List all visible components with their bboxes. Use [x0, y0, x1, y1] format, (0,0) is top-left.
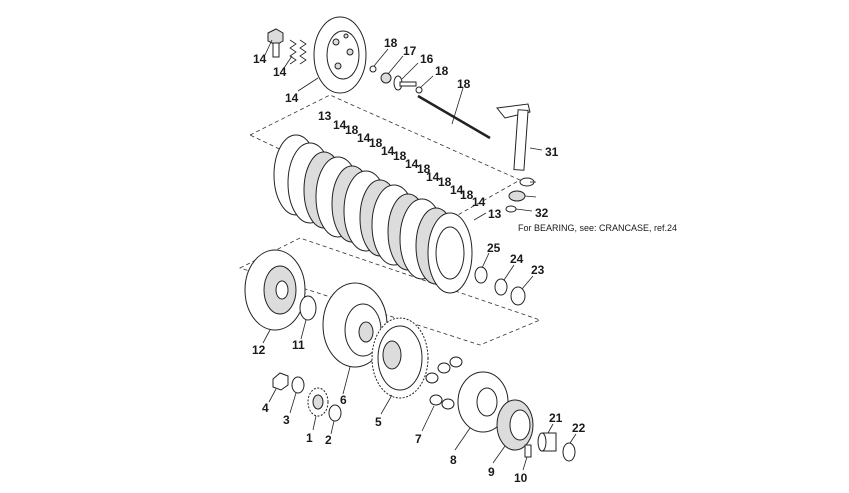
part-23-nut [474, 266, 488, 284]
bearing-note: For BEARING, see: CRANCASE, ref.24 [518, 223, 677, 233]
clutch-plates-stack [273, 134, 473, 294]
callout-19: 21 [549, 411, 563, 425]
part-27-ball [415, 86, 423, 94]
part-3-washer [291, 376, 305, 394]
part-6-inner-hub [322, 282, 388, 368]
callout-3: 3 [283, 413, 290, 427]
callout-15: 14 [285, 91, 299, 105]
callout-8: 8 [450, 453, 457, 467]
leader-lines [262, 39, 577, 471]
callout-7: 7 [415, 432, 422, 446]
callout-14-b: 14 [357, 131, 371, 145]
callout-17: 14 [253, 52, 267, 66]
callout-14-a: 14 [333, 118, 347, 132]
part-10-bolt [524, 444, 532, 458]
callout-18-f: 18 [460, 188, 474, 202]
callout-21: 23 [531, 263, 545, 277]
callout-24: 16 [420, 52, 434, 66]
callout-5: 5 [375, 415, 382, 429]
callout-18-a: 18 [345, 123, 359, 137]
part-19-bushing [537, 432, 557, 452]
callout-23: 25 [487, 241, 501, 255]
callout-2: 2 [325, 433, 332, 447]
callout-14-f: 14 [450, 183, 464, 197]
part-16-spring [289, 39, 307, 65]
callout-11: 11 [292, 338, 305, 352]
callout-18-e: 18 [438, 175, 452, 189]
part-31-bearing [508, 190, 526, 202]
callout-26: 18 [384, 36, 398, 50]
part-24-pin [393, 75, 417, 91]
callout-25: 17 [403, 44, 417, 58]
part-20-washer [562, 442, 576, 462]
callout-13-top: 13 [318, 109, 332, 123]
callout-1: 1 [306, 431, 313, 445]
callout-20: 22 [572, 421, 586, 435]
callout-27: 18 [435, 64, 449, 78]
part-15-pressure-plate [313, 16, 367, 94]
callout-16: 14 [273, 65, 287, 79]
part-29-release-shaft [496, 103, 531, 171]
callout-18-b: 18 [369, 136, 383, 150]
part-26-clip [369, 65, 377, 73]
part-9-bearing [496, 399, 534, 451]
part-1-gear [307, 387, 329, 417]
part-2-washer [328, 404, 342, 422]
callout-29: 31 [545, 145, 559, 159]
callout-4: 4 [262, 401, 269, 415]
part-7-dampers [425, 356, 463, 410]
callout-14-e: 14 [426, 170, 440, 184]
part-21-washer [510, 286, 526, 306]
callout-22: 24 [510, 252, 524, 266]
part-12-clutch-housing [244, 249, 306, 331]
part-4-nut [272, 372, 289, 391]
part-5-primary-gear [371, 317, 429, 399]
callout-12: 12 [252, 343, 266, 357]
part-22-washer [494, 278, 508, 296]
callout-13-bottom: 13 [488, 207, 502, 221]
part-25-washer [380, 72, 392, 84]
part-11-washer [299, 295, 317, 321]
callout-10: 10 [514, 471, 528, 485]
callout-18-c: 18 [393, 149, 407, 163]
callout-14-d: 14 [405, 157, 419, 171]
callout-28: 18 [457, 77, 471, 91]
callout-18-d: 18 [417, 162, 431, 176]
callout-6: 6 [340, 393, 347, 407]
part-30-washer [505, 205, 517, 213]
callout-30: 32 [535, 206, 549, 220]
callout-14-g: 14 [472, 195, 486, 209]
callout-9: 9 [488, 465, 495, 479]
callout-14-c: 14 [381, 144, 395, 158]
plates-boundary [249, 94, 521, 226]
